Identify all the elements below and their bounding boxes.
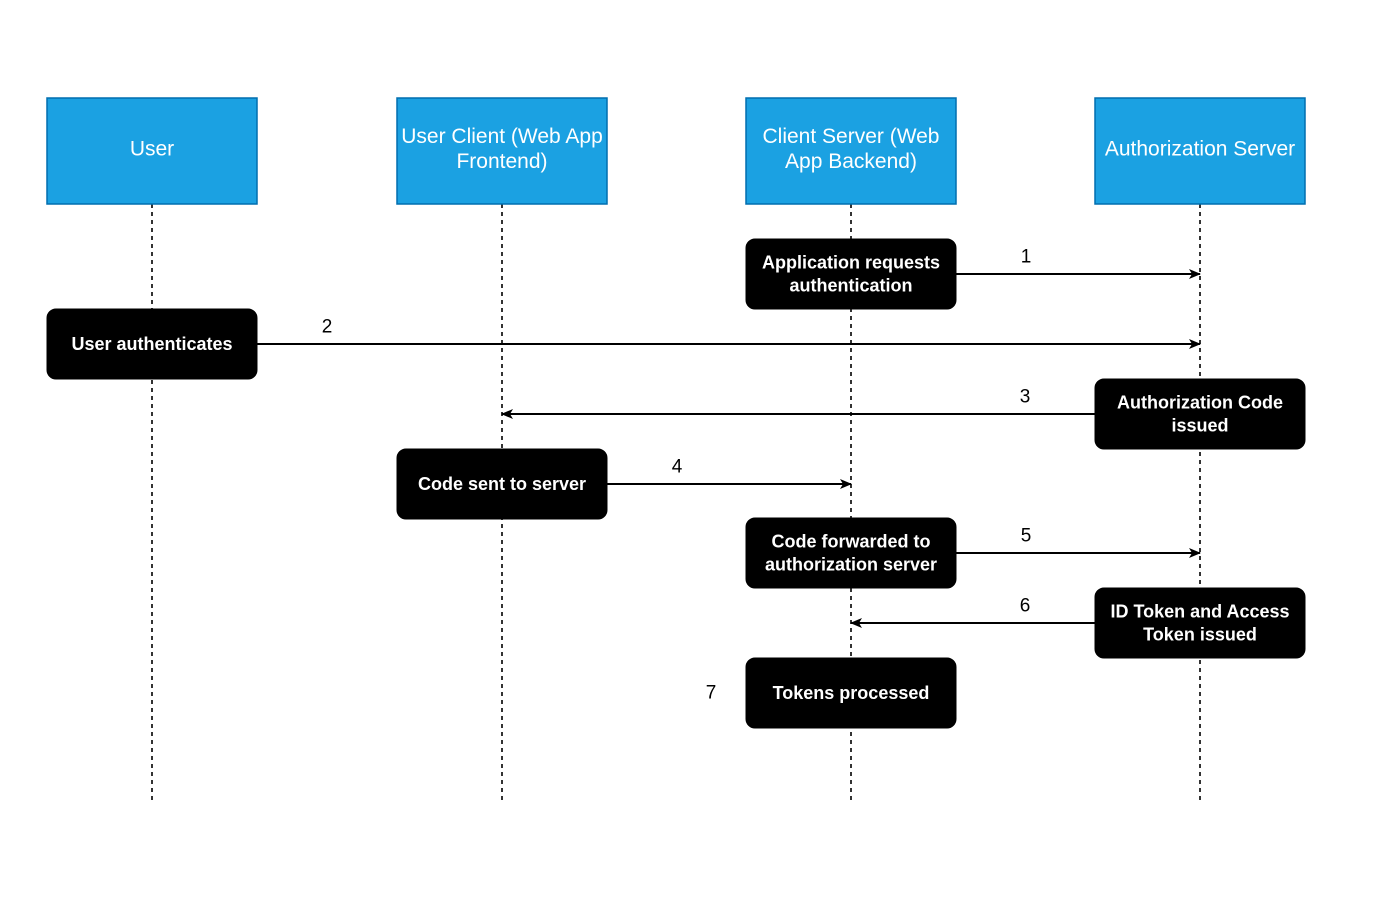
step-label: authorization server — [765, 555, 937, 575]
participant-label: Authorization Server — [1105, 138, 1295, 161]
step-label: issued — [1171, 416, 1228, 436]
participant-label: User — [130, 138, 174, 161]
participant-user: User — [46, 97, 258, 205]
participant-box — [1094, 97, 1306, 205]
participant-auth: Authorization Server — [1094, 97, 1306, 205]
participant-box — [396, 97, 608, 205]
step-3: Authorization Code issued — [1094, 378, 1306, 450]
step-box — [46, 308, 258, 380]
step-box — [745, 517, 957, 589]
participant-box — [46, 97, 258, 205]
step-number: 2 — [322, 317, 333, 338]
step-number: 5 — [1021, 526, 1032, 547]
step-1: Application requests authentication — [745, 238, 957, 310]
step-4: Code sent to server — [396, 448, 608, 520]
participant-label: Frontend) — [456, 150, 547, 173]
step-label: Authorization Code — [1117, 393, 1283, 413]
step-7: Tokens processed — [745, 657, 957, 729]
participant-label: App Backend) — [785, 150, 917, 173]
step-box — [745, 238, 957, 310]
step-number: 7 — [706, 683, 717, 704]
step-label: ID Token and Access — [1110, 602, 1289, 622]
step-number: 1 — [1021, 247, 1032, 268]
step-box — [745, 657, 957, 729]
step-box — [1094, 587, 1306, 659]
step-label: authentication — [789, 276, 912, 296]
step-label: Application requests — [762, 253, 940, 273]
step-box — [396, 448, 608, 520]
step-5: Code forwarded to authorization server — [745, 517, 957, 589]
step-2: User authenticates — [46, 308, 258, 380]
step-label: Tokens processed — [773, 683, 930, 703]
participant-box — [745, 97, 957, 205]
step-number: 6 — [1020, 596, 1031, 617]
step-number: 4 — [672, 457, 683, 478]
step-label: Code forwarded to — [771, 532, 930, 552]
step-label: Token issued — [1143, 625, 1257, 645]
step-label: Code sent to server — [418, 474, 586, 494]
step-number: 3 — [1020, 387, 1031, 408]
step-box — [1094, 378, 1306, 450]
step-label: User authenticates — [71, 334, 232, 354]
participant-label: User Client (Web App — [401, 125, 603, 148]
participant-label: Client Server (Web — [762, 125, 939, 148]
